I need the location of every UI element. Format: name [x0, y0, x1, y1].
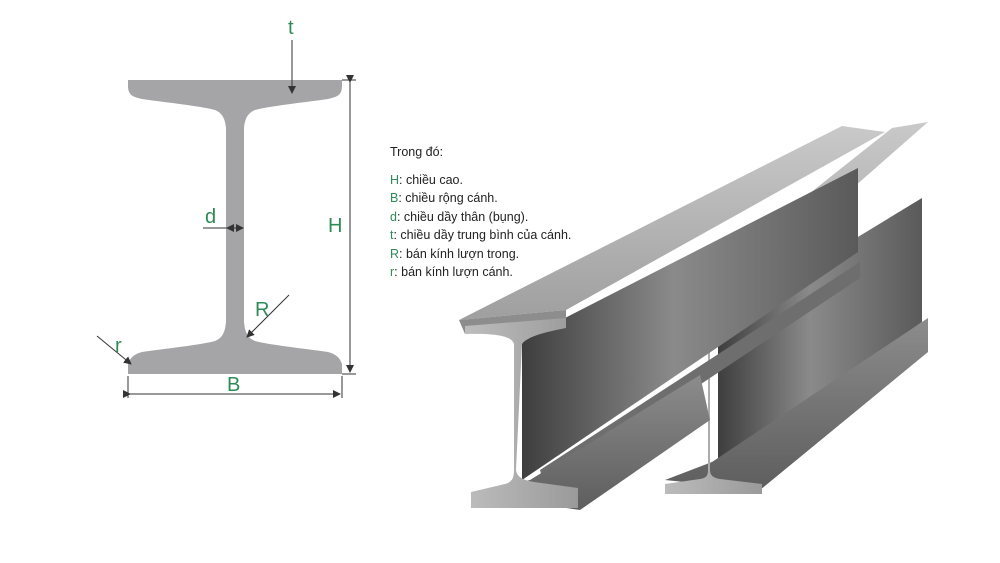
label-r-flange: r: [115, 335, 122, 357]
legend-text: : chiều cao.: [399, 172, 463, 187]
legend-item-d: d: chiều dầy thân (bụng).: [390, 208, 571, 227]
i-beam-profile: [128, 80, 342, 374]
back-beam-bottom-flange: [665, 318, 928, 490]
legend-item-t: t: chiều dầy trung bình của cánh.: [390, 226, 571, 245]
legend-symbol: r: [390, 265, 395, 279]
legend-symbol: H: [390, 172, 400, 187]
legend-text: : bán kính lượn cánh.: [394, 265, 513, 279]
legend-panel: Trong đó: H: chiều cao. B: chiều rộng cá…: [390, 143, 571, 282]
legend-symbol: B: [390, 191, 399, 205]
label-r-inner: R: [255, 299, 269, 321]
legend-symbol: R: [390, 246, 400, 261]
front-beam-web: [522, 168, 858, 480]
legend-item-b: B: chiều rộng cánh.: [390, 189, 571, 208]
legend-symbol: t: [390, 228, 394, 242]
i-beam-cross-section: t H d R r B: [96, 17, 356, 398]
legend-text: : chiều dầy thân (bụng).: [396, 209, 529, 224]
legend-heading: Trong đó:: [390, 145, 444, 159]
legend-text: : chiều dầy trung bình của cánh.: [393, 228, 572, 242]
label-b: B: [227, 374, 240, 396]
front-beam-bottom-flange: [471, 375, 710, 510]
back-beam-web: [718, 198, 922, 468]
legend-symbol: d: [390, 209, 397, 224]
legend-text: : chiều rộng cánh.: [398, 191, 498, 205]
label-d: d: [205, 206, 216, 228]
steel-beam-front: [459, 126, 885, 510]
label-h: H: [328, 215, 342, 237]
front-beam-top-flange: [459, 126, 885, 320]
label-t: t: [288, 17, 294, 39]
legend-text: : bán kính lượn trong.: [399, 246, 520, 261]
legend-item-r-inner: R: bán kính lượn trong.: [390, 245, 571, 264]
legend-item-r-flange: r: bán kính lượn cánh.: [390, 263, 571, 282]
legend-item-h: H: chiều cao.: [390, 171, 571, 190]
r-inner-radius-arrow: [246, 294, 290, 338]
r-flange-radius-arrow: [96, 335, 132, 365]
front-beam-end-section: [465, 318, 578, 508]
